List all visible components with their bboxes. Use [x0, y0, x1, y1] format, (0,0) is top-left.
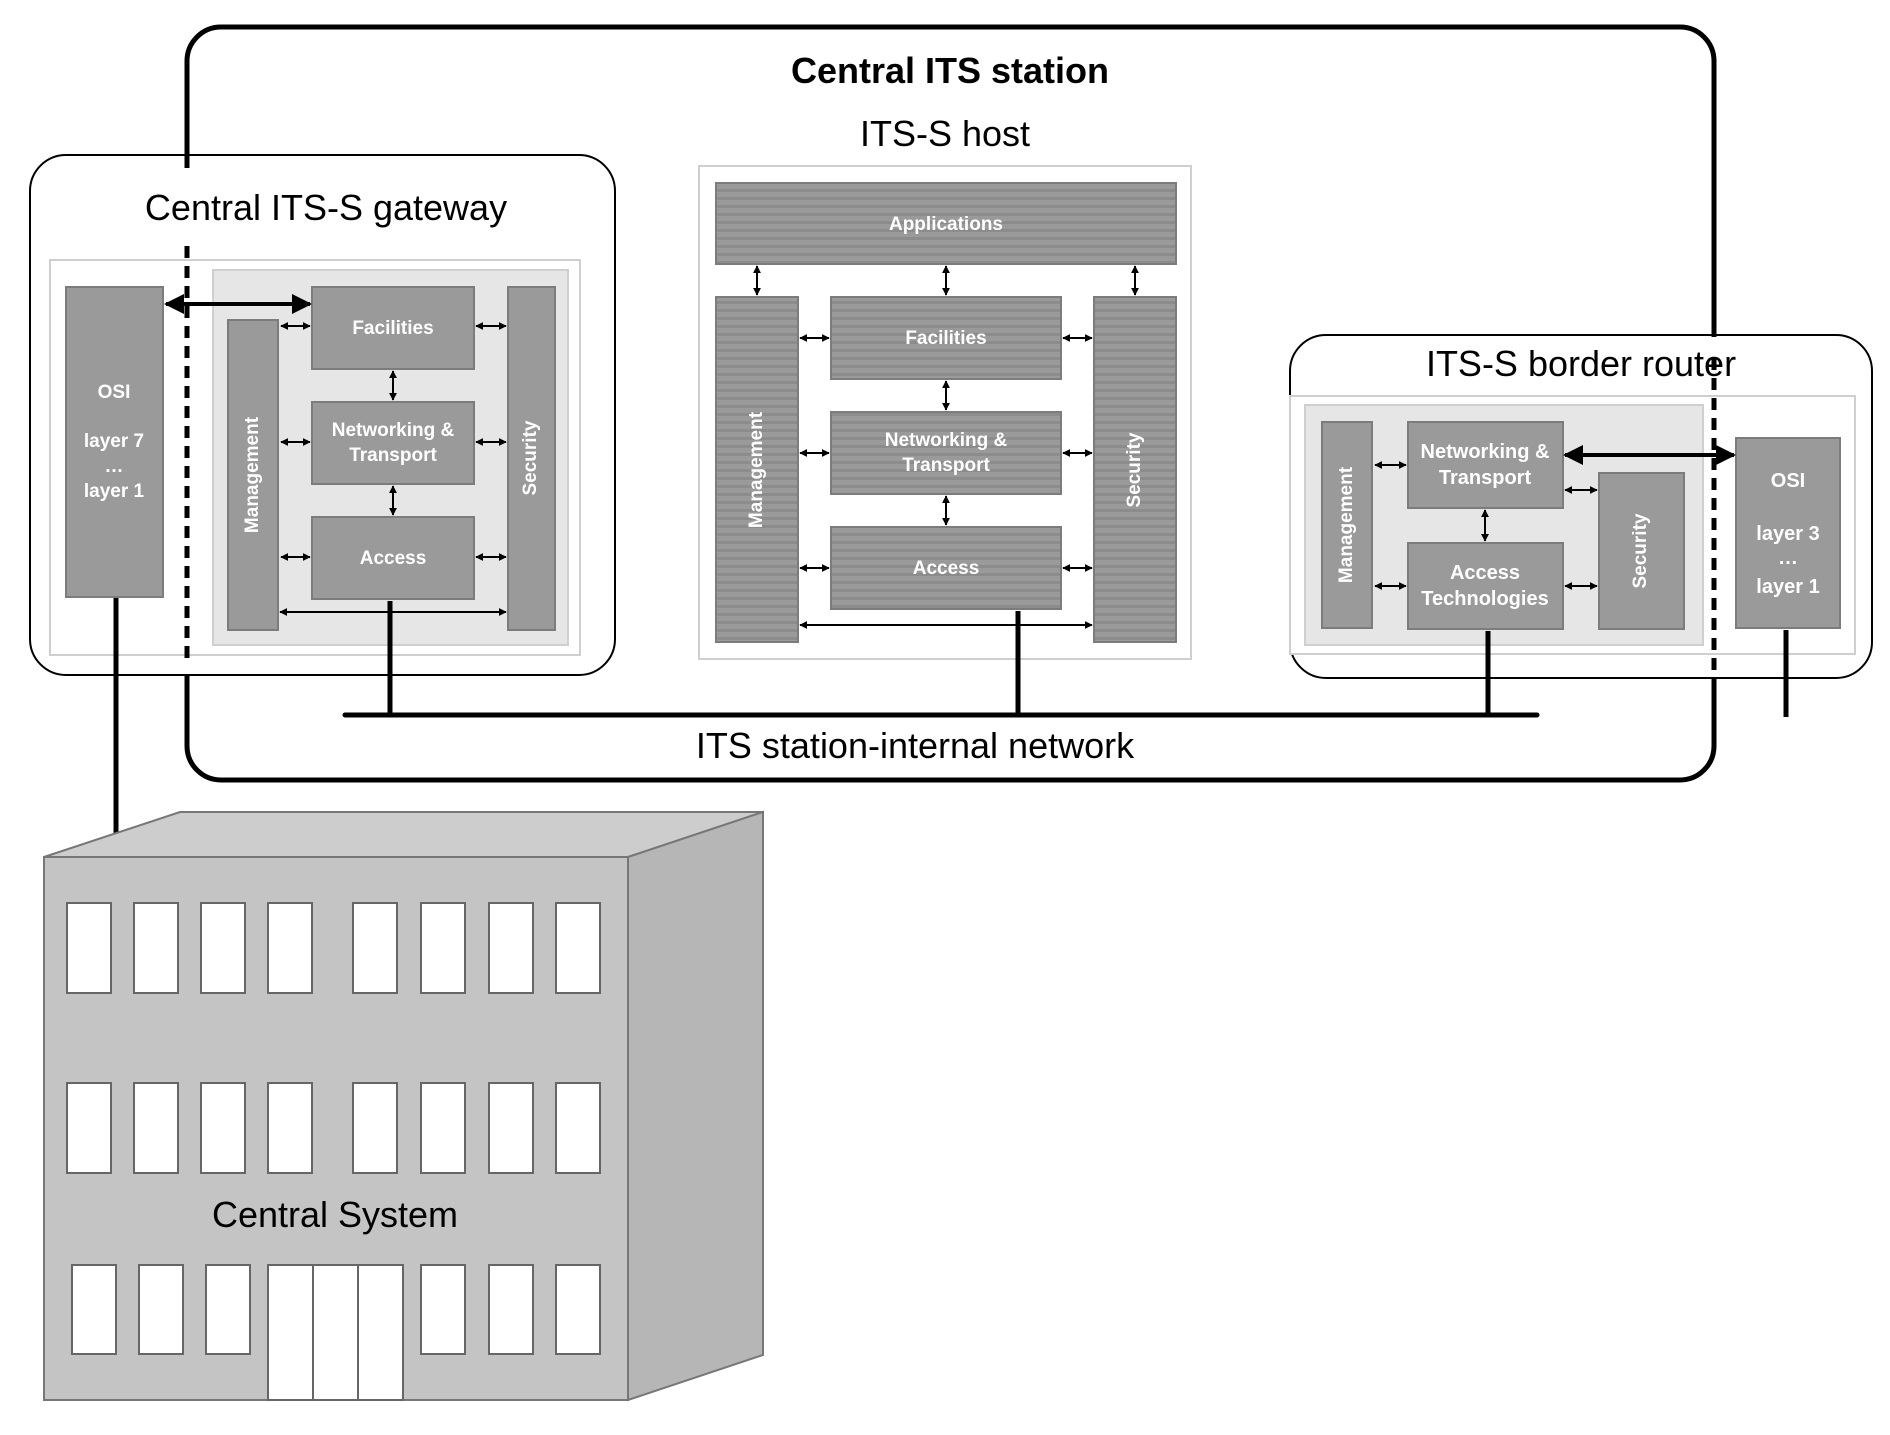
- building-window: [138, 1264, 184, 1355]
- gateway-title: Central ITS-S gateway: [145, 187, 507, 228]
- building-window: [352, 1082, 398, 1174]
- gateway-access-label: Access: [360, 548, 427, 569]
- building-door-panel: [312, 1264, 359, 1401]
- building-window: [420, 902, 466, 994]
- gateway-osi-bottom: layer 1: [84, 481, 145, 502]
- host-security-block: [1093, 296, 1177, 643]
- building-window: [66, 902, 112, 994]
- building-window: [267, 1082, 313, 1174]
- gateway-facilities-block: [311, 286, 475, 370]
- building-window: [420, 1082, 466, 1174]
- router-security-block: [1598, 472, 1685, 630]
- host-arrows: [753, 265, 1139, 629]
- gateway-osi-block: [65, 286, 164, 598]
- building-window: [66, 1082, 112, 1174]
- router-management-label: Management: [1336, 466, 1357, 583]
- host-facilities-label: Facilities: [905, 328, 986, 349]
- building-window: [205, 1264, 251, 1355]
- building-door-panel: [267, 1264, 314, 1401]
- building-window: [71, 1264, 117, 1355]
- building-window: [200, 1082, 246, 1174]
- router-networking-block: [1407, 421, 1564, 509]
- building-window: [133, 902, 179, 994]
- router-osi-title: OSI: [1771, 470, 1805, 492]
- building-window: [555, 1082, 601, 1174]
- gateway-security-block: [507, 286, 556, 631]
- host-applications-block: [715, 182, 1177, 265]
- host-access-label: Access: [913, 558, 980, 579]
- gateway-osi-dots: …: [105, 456, 124, 477]
- building-windows: [66, 902, 601, 1401]
- router-management-block: [1321, 421, 1373, 629]
- gateway-management-label: Management: [242, 416, 263, 533]
- router: ITS-S border router Management Networkin…: [1289, 334, 1873, 679]
- building-side: [627, 810, 764, 1402]
- building-window: [555, 902, 601, 994]
- router-osi-top: layer 3: [1756, 523, 1819, 545]
- building-window: [267, 902, 313, 994]
- gateway-networking-label-2: Transport: [349, 445, 437, 466]
- router-access-label-2: Technologies: [1421, 588, 1548, 610]
- building-window: [133, 1082, 179, 1174]
- gateway-osi-top: layer 7: [84, 431, 144, 452]
- host-networking-label-2: Transport: [902, 455, 990, 476]
- building-window: [200, 902, 246, 994]
- central-system-label: Central System: [212, 1194, 458, 1235]
- host: ITS-S host Applications Management Facil…: [698, 113, 1192, 660]
- gateway-access-block: [311, 516, 475, 600]
- router-access-label-1: Access: [1450, 562, 1520, 584]
- gateway-osi-title: OSI: [98, 382, 131, 403]
- router-networking-label-1: Networking &: [1421, 441, 1550, 463]
- host-networking-label-1: Networking &: [885, 430, 1008, 451]
- host-access-block: [830, 526, 1062, 610]
- router-access-block: [1407, 542, 1564, 630]
- building-window: [488, 1082, 534, 1174]
- building-window: [488, 902, 534, 994]
- building-window: [420, 1264, 466, 1355]
- gateway-facilities-label: Facilities: [352, 318, 433, 339]
- building-window: [555, 1264, 601, 1355]
- internal-network: [113, 598, 1789, 835]
- router-security-label: Security: [1630, 513, 1651, 588]
- router-osi-dots: …: [1778, 547, 1798, 569]
- host-management-label: Management: [746, 411, 767, 528]
- gateway-networking-block: [311, 401, 475, 485]
- router-networking-label-2: Transport: [1439, 467, 1532, 489]
- host-networking-block: [830, 411, 1062, 495]
- host-facilities-block: [830, 296, 1062, 380]
- network-label: ITS station-internal network: [696, 725, 1135, 766]
- host-management-block: [715, 296, 799, 643]
- host-applications-label: Applications: [889, 214, 1003, 235]
- host-title: ITS-S host: [860, 113, 1030, 154]
- central-system-building: Central System: [43, 810, 764, 1402]
- router-osi-block: [1735, 437, 1841, 629]
- router-osi-bottom: layer 1: [1756, 576, 1819, 598]
- building-window: [488, 1264, 534, 1355]
- router-arrows: [1374, 445, 1736, 590]
- gateway-management-block: [227, 319, 279, 631]
- central-station-title: Central ITS station: [791, 50, 1109, 91]
- gateway-arrows: [164, 294, 507, 616]
- gateway-networking-label-1: Networking &: [332, 420, 455, 441]
- building-window: [352, 902, 398, 994]
- gateway: Central ITS-S gateway OSI layer 7 … laye…: [29, 154, 616, 676]
- host-security-label: Security: [1124, 432, 1145, 507]
- gateway-security-label: Security: [520, 420, 541, 495]
- router-title: ITS-S border router: [1426, 343, 1736, 384]
- building-door-panel: [357, 1264, 404, 1401]
